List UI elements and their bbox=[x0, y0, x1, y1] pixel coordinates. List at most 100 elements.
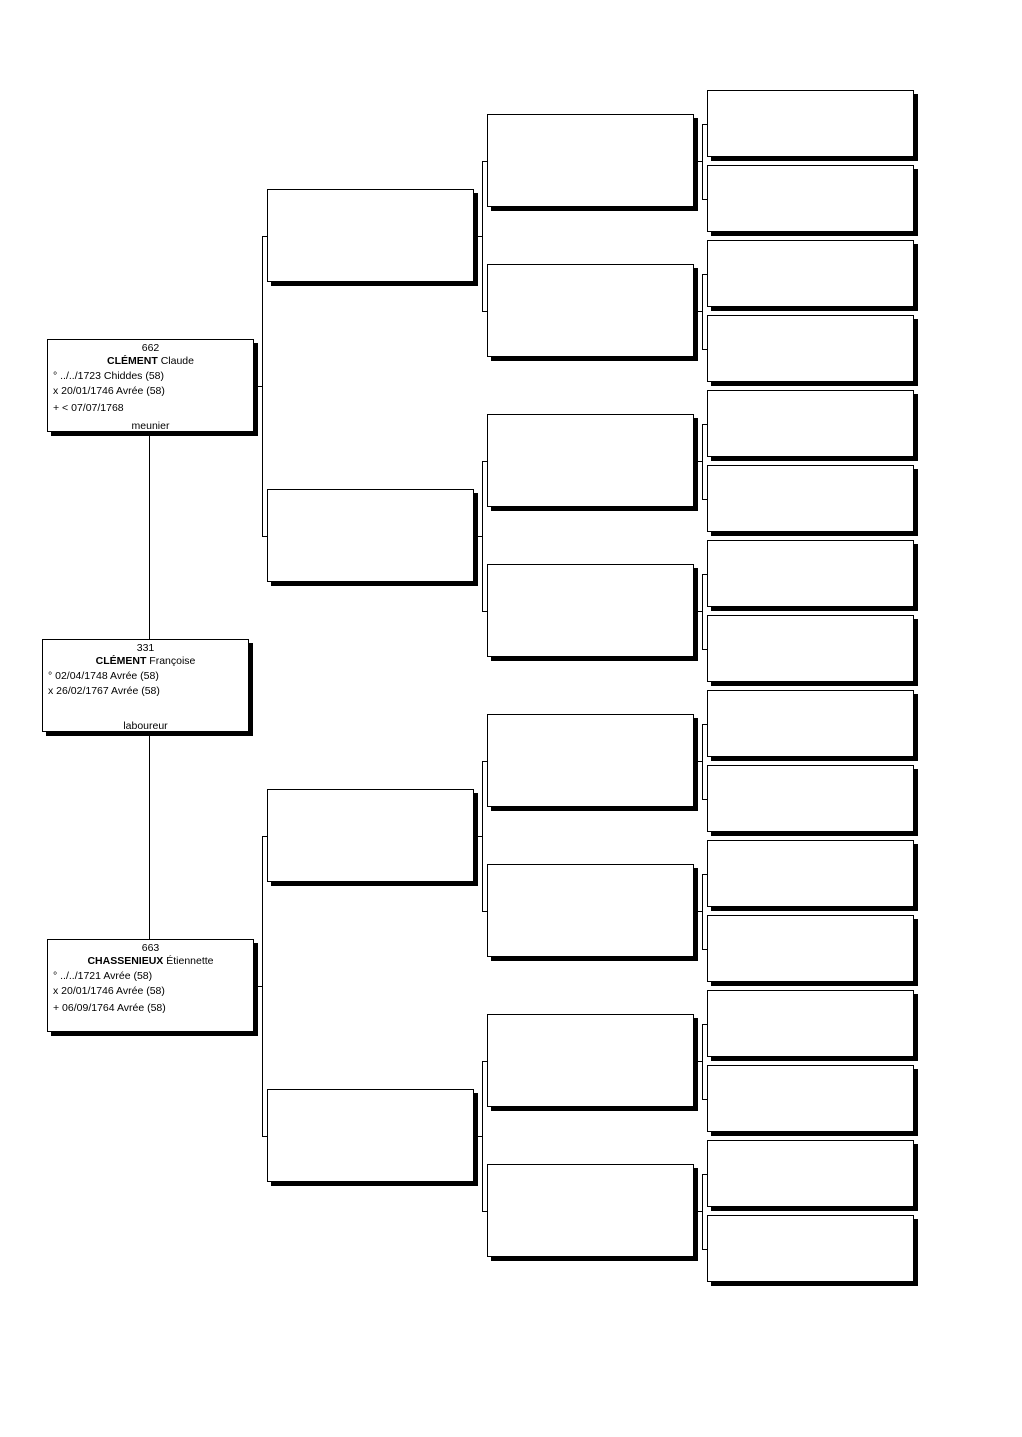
sosa-number: 331 bbox=[136, 642, 155, 654]
person-name: CLÉMENT Françoise bbox=[43, 655, 248, 668]
given-name: Françoise bbox=[149, 655, 196, 667]
connector-line bbox=[702, 1249, 707, 1250]
connector-line bbox=[474, 836, 483, 837]
empty-person-box[interactable] bbox=[267, 189, 474, 282]
empty-person-box[interactable] bbox=[707, 615, 914, 682]
connector-line bbox=[702, 124, 703, 199]
connector-line bbox=[482, 761, 483, 911]
empty-person-box[interactable] bbox=[707, 240, 914, 307]
connector-line bbox=[262, 836, 267, 837]
empty-person-box[interactable] bbox=[487, 414, 694, 507]
connector-line bbox=[702, 949, 707, 950]
connector-line bbox=[482, 461, 483, 611]
connector-line bbox=[482, 1061, 483, 1211]
surname: CLÉMENT bbox=[107, 355, 158, 367]
connector-line bbox=[253, 386, 263, 387]
marriage-line: x 26/02/1767 Avrée (58) bbox=[48, 685, 160, 697]
connector-line bbox=[262, 836, 263, 1136]
connector-line bbox=[694, 311, 703, 312]
connector-line bbox=[702, 574, 703, 649]
connector-line bbox=[702, 274, 703, 349]
empty-person-box[interactable] bbox=[267, 789, 474, 882]
connector-line bbox=[262, 536, 267, 537]
connector-line bbox=[482, 611, 487, 612]
connector-line bbox=[482, 1211, 487, 1212]
connector-line bbox=[702, 1174, 707, 1175]
connector-line bbox=[702, 499, 707, 500]
death-line: + 06/09/1764 Avrée (58) bbox=[53, 1002, 166, 1014]
connector-line bbox=[262, 1136, 267, 1137]
connector-line bbox=[702, 799, 707, 800]
empty-person-box[interactable] bbox=[707, 540, 914, 607]
connector-line bbox=[702, 724, 703, 799]
empty-person-box[interactable] bbox=[487, 264, 694, 357]
empty-person-box[interactable] bbox=[707, 315, 914, 382]
empty-person-box[interactable] bbox=[267, 489, 474, 582]
empty-person-box[interactable] bbox=[267, 1089, 474, 1182]
empty-person-box[interactable] bbox=[707, 765, 914, 832]
empty-person-box[interactable] bbox=[707, 390, 914, 457]
empty-person-box[interactable] bbox=[487, 714, 694, 807]
empty-person-box[interactable] bbox=[487, 114, 694, 207]
surname: CLÉMENT bbox=[95, 655, 147, 667]
connector-line bbox=[694, 911, 703, 912]
connector-line bbox=[474, 236, 483, 237]
empty-person-box[interactable] bbox=[707, 840, 914, 907]
empty-person-box[interactable] bbox=[707, 90, 914, 157]
empty-person-box[interactable] bbox=[707, 165, 914, 232]
occupation: laboureur bbox=[123, 720, 168, 732]
birth-line: ° 02/04/1748 Avrée (58) bbox=[48, 670, 159, 682]
empty-person-box[interactable] bbox=[707, 690, 914, 757]
connector-line bbox=[694, 161, 703, 162]
empty-person-box[interactable] bbox=[487, 1164, 694, 1257]
connector-line bbox=[702, 874, 703, 949]
connector-line bbox=[702, 124, 707, 125]
empty-person-box[interactable] bbox=[487, 864, 694, 957]
marriage-line: x 20/01/1746 Avrée (58) bbox=[53, 985, 165, 997]
empty-person-box[interactable] bbox=[487, 1014, 694, 1107]
connector-line bbox=[702, 874, 707, 875]
connector-line bbox=[262, 236, 263, 536]
connector-line bbox=[694, 611, 703, 612]
person-box-331[interactable]: 331 CLÉMENT Françoise ° 02/04/1748 Avrée… bbox=[42, 639, 249, 732]
connector-line bbox=[694, 1061, 703, 1062]
connector-line bbox=[702, 199, 707, 200]
connector-line bbox=[482, 161, 487, 162]
connector-line bbox=[702, 724, 707, 725]
empty-person-box[interactable] bbox=[707, 1215, 914, 1282]
empty-person-box[interactable] bbox=[707, 1065, 914, 1132]
connector-line bbox=[702, 1099, 707, 1100]
empty-person-box[interactable] bbox=[707, 465, 914, 532]
connector-line bbox=[702, 1174, 703, 1249]
connector-line bbox=[702, 574, 707, 575]
empty-person-box[interactable] bbox=[487, 564, 694, 657]
birth-line: ° ../../1723 Chiddes (58) bbox=[53, 370, 165, 382]
connector-line bbox=[702, 349, 707, 350]
empty-person-box[interactable] bbox=[707, 1140, 914, 1207]
connector-line bbox=[482, 911, 487, 912]
birth-line: ° ../../1721 Avrée (58) bbox=[53, 970, 153, 982]
person-name: CHASSENIEUX Étiennette bbox=[48, 955, 253, 968]
given-name: Claude bbox=[160, 355, 194, 367]
death-line: + < 07/07/1768 bbox=[53, 402, 124, 414]
connector-line bbox=[474, 536, 483, 537]
connector-line bbox=[149, 432, 150, 639]
empty-person-box[interactable] bbox=[707, 990, 914, 1057]
connector-line bbox=[702, 1024, 703, 1099]
sosa-number: 663 bbox=[141, 942, 160, 954]
connector-line bbox=[694, 1211, 703, 1212]
connector-line bbox=[702, 424, 703, 499]
connector-line bbox=[482, 311, 487, 312]
person-box-663[interactable]: 663 CHASSENIEUX Étiennette ° ../../1721 … bbox=[47, 939, 254, 1032]
connector-line bbox=[253, 986, 263, 987]
sosa-number: 662 bbox=[141, 342, 160, 354]
person-name: CLÉMENT Claude bbox=[48, 355, 253, 368]
given-name: Étiennette bbox=[166, 955, 214, 967]
marriage-line: x 20/01/1746 Avrée (58) bbox=[53, 385, 165, 397]
connector-line bbox=[694, 761, 703, 762]
empty-person-box[interactable] bbox=[707, 915, 914, 982]
connector-line bbox=[702, 649, 707, 650]
connector-line bbox=[702, 274, 707, 275]
person-box-662[interactable]: 662 CLÉMENT Claude ° ../../1723 Chiddes … bbox=[47, 339, 254, 432]
